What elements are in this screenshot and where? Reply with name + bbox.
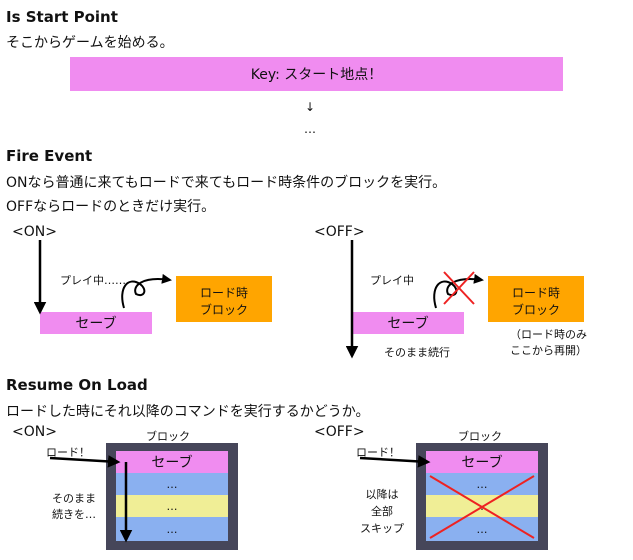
fire-off-label: <OFF> xyxy=(314,224,365,240)
fire-off-note-line2: ここから再開） xyxy=(510,344,587,357)
fire-off-note-line1: （ロード時のみ xyxy=(510,328,587,341)
fire-on-label: <ON> xyxy=(12,224,57,240)
resume-off-row-2: … xyxy=(426,495,538,517)
resume-on-save-row: セーブ xyxy=(116,451,228,473)
resume-off-save-row: セーブ xyxy=(426,451,538,473)
resume-off-row-1: … xyxy=(426,473,538,495)
resume-off-side-line2: 全部 xyxy=(371,505,393,518)
resume-on-side-line1: そのまま xyxy=(52,492,96,505)
fire-off-curve-arrow xyxy=(433,273,484,309)
fire-off-load-block: ロード時 ブロック xyxy=(488,276,584,322)
fire-off-playing-text: プレイ中 xyxy=(370,274,414,287)
fire-on-load-block: ロード時 ブロック xyxy=(176,276,272,322)
resume-off-side-line1: 以降は xyxy=(365,488,399,501)
down-arrow: ↓ xyxy=(304,100,316,114)
fire-off-cross-b xyxy=(443,271,475,305)
start-point-title: Is Start Point xyxy=(6,8,118,26)
key-block: Key: スタート地点！ xyxy=(70,57,563,91)
fire-on-curve-arrow xyxy=(121,273,172,309)
fire-off-continue-text: そのまま続行 xyxy=(384,346,450,359)
start-point-description: そこからゲームを始める。 xyxy=(6,35,174,51)
resume-on-row-3: … xyxy=(116,517,228,541)
fire-event-description-2: OFFならロードのときだけ実行。 xyxy=(6,199,216,215)
fire-event-description-1: ONなら普通に来てもロードで来てもロード時条件のブロックを実行。 xyxy=(6,175,447,191)
resume-off-side-line3: スキップ xyxy=(360,522,404,535)
fire-off-save-block: セーブ xyxy=(352,312,464,334)
ellipsis: … xyxy=(304,122,316,136)
fire-on-playing-text: プレイ中…… xyxy=(60,274,126,287)
resume-off-label: <OFF> xyxy=(314,424,365,440)
resume-on-block-label: ブロック xyxy=(146,430,190,443)
fire-off-load-block-line1: ロード時 xyxy=(511,286,560,300)
resume-on-load-title: Resume On Load xyxy=(6,376,148,394)
resume-off-block-label: ブロック xyxy=(458,430,502,443)
fire-on-save-block: セーブ xyxy=(40,312,152,334)
resume-on-load-description: ロードした時にそれ以降のコマンドを実行するかどうか。 xyxy=(6,404,370,420)
resume-on-row-1: … xyxy=(116,473,228,495)
resume-off-row-3: … xyxy=(426,517,538,541)
fire-off-cross-a xyxy=(443,271,475,305)
resume-on-side-line2: 続きを… xyxy=(52,508,96,521)
fire-off-load-block-line2: ブロック xyxy=(511,303,560,317)
resume-off-load-text: ロード！ xyxy=(356,446,400,459)
resume-on-row-2: … xyxy=(116,495,228,517)
fire-event-title: Fire Event xyxy=(6,147,93,165)
resume-on-load-text: ロード！ xyxy=(46,446,90,459)
resume-on-label: <ON> xyxy=(12,424,57,440)
fire-on-load-block-line2: ブロック xyxy=(199,303,248,317)
fire-on-load-block-line1: ロード時 xyxy=(199,286,248,300)
